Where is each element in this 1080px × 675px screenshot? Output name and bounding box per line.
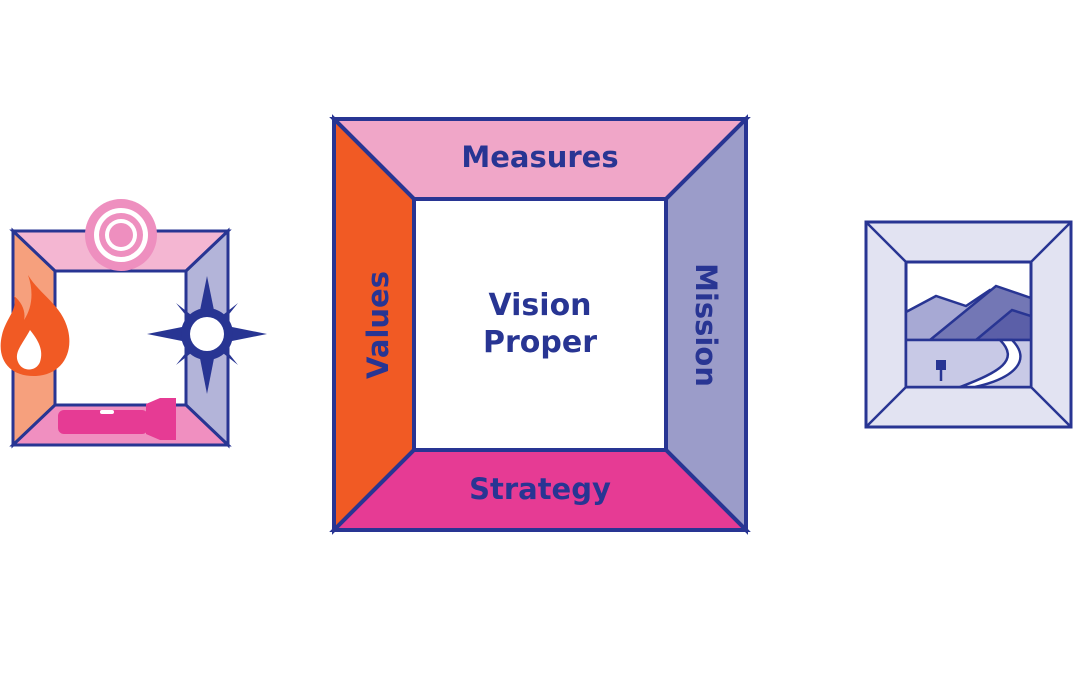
vision-label-line2: Proper (483, 325, 597, 360)
left-icon-frame (0, 199, 267, 449)
vision-center-panel (412, 197, 668, 452)
flame-icon (0, 275, 70, 377)
compass-icon (147, 276, 267, 394)
values-label: Values (361, 271, 395, 379)
left-frame-center (53, 269, 188, 407)
measures-label: Measures (461, 140, 618, 174)
right-picture-frame (864, 220, 1073, 429)
landscape-picture-icon (904, 260, 1033, 389)
strategy-label: Strategy (469, 472, 611, 506)
mission-label: Mission (689, 263, 723, 387)
center-diagram: Measures Values Mission Strategy Vision … (329, 114, 751, 535)
vision-label-line1: Vision (488, 288, 591, 323)
target-icon (85, 199, 157, 271)
flashlight-icon (58, 398, 176, 440)
